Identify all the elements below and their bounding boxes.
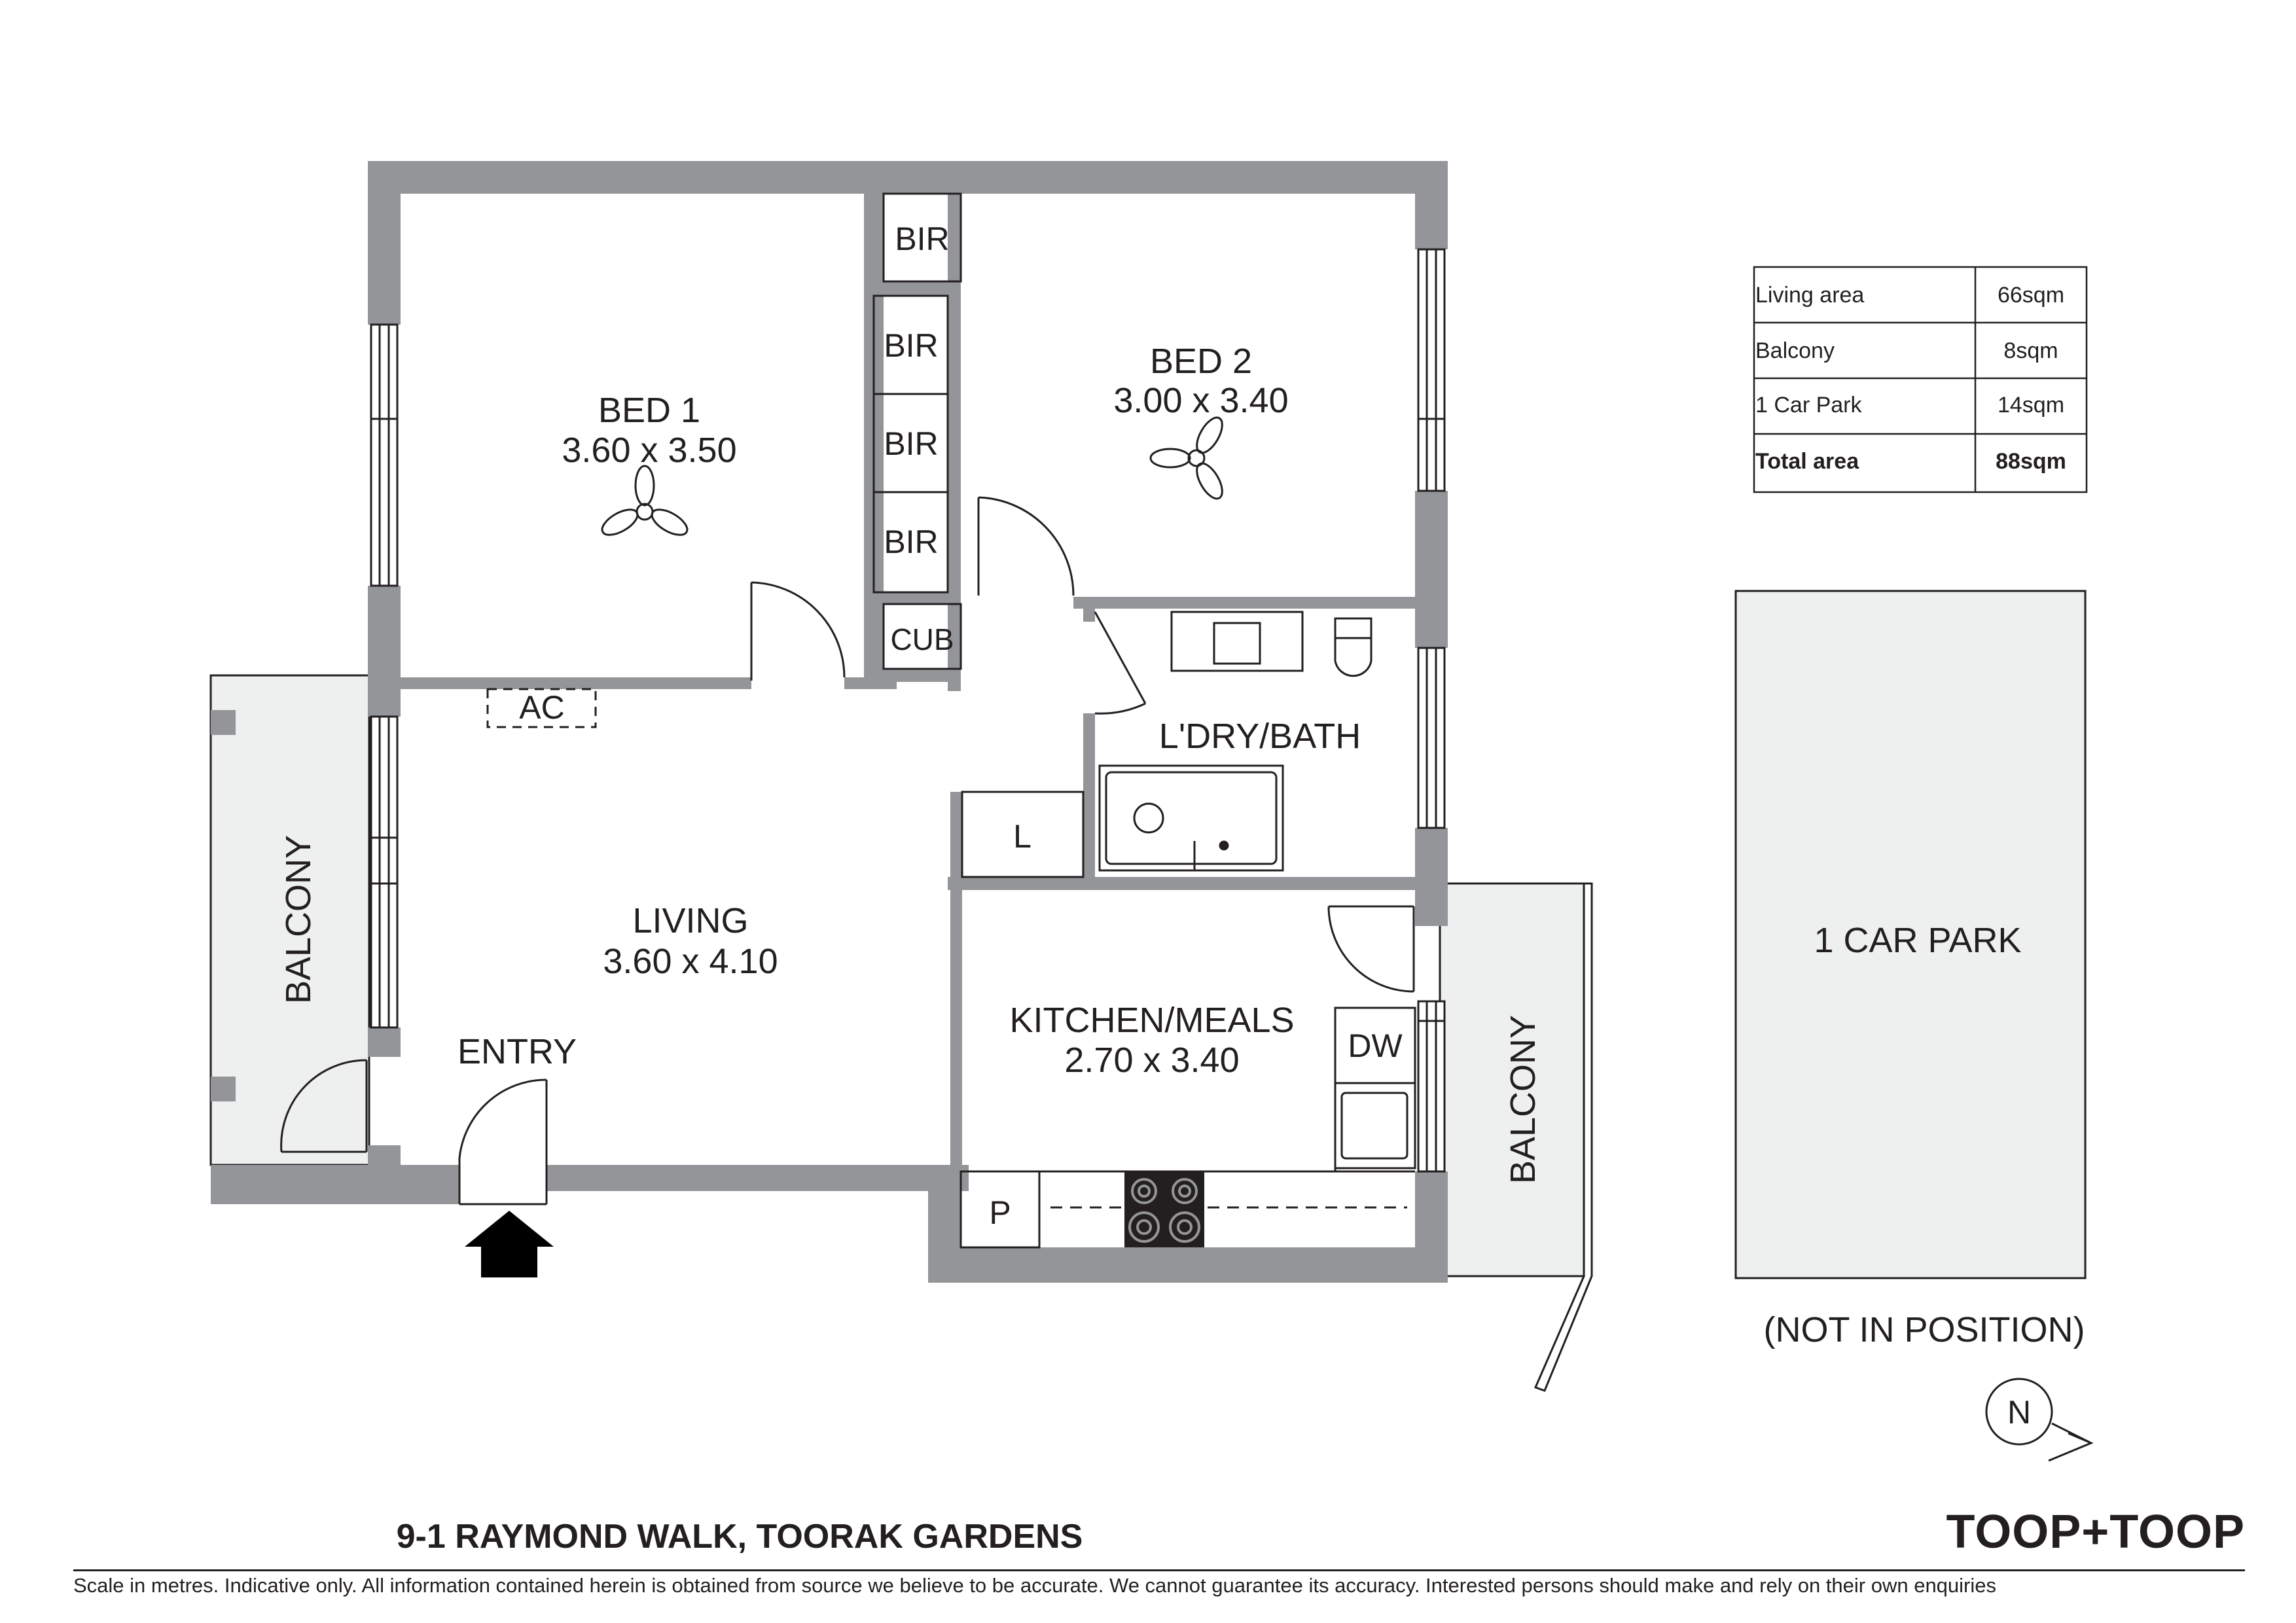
fixtures xyxy=(486,192,1416,1249)
bir-label: BIR xyxy=(884,425,938,462)
balcony-east-rail xyxy=(1534,882,1593,1392)
living-size: 3.60 x 4.10 xyxy=(603,942,778,981)
entry-label: ENTRY xyxy=(457,1032,577,1071)
balcony-post xyxy=(211,710,236,735)
compass-north-label: N xyxy=(2007,1394,2031,1431)
area-table-total-value: 88sqm xyxy=(1996,449,2066,474)
compass-icon xyxy=(1985,1378,2094,1462)
footer-divider xyxy=(73,1569,2245,1571)
bir-label: BIR xyxy=(884,327,938,364)
cooktop-icon xyxy=(1124,1171,1204,1247)
property-address: 9-1 RAYMOND WALK, TOORAK GARDENS xyxy=(396,1518,1083,1556)
balcony-post xyxy=(211,1077,236,1101)
area-table-value: 66sqm xyxy=(1998,283,2064,308)
living-name: LIVING xyxy=(632,901,748,940)
balcony-west-area xyxy=(209,674,370,1166)
walls xyxy=(211,161,1448,1283)
bed2-name: BED 2 xyxy=(1150,342,1252,381)
kitchen-name: KITCHEN/MEALS xyxy=(1009,1001,1294,1040)
kitchen-size: 2.70 x 3.40 xyxy=(1064,1041,1239,1080)
dishwasher-label: DW xyxy=(1348,1027,1403,1064)
car-park-label: 1 CAR PARK xyxy=(1814,921,2021,960)
balcony-east-label: BALCONY xyxy=(1503,1015,1543,1184)
brand-logo: TOOP+TOOP xyxy=(1946,1506,2245,1558)
windows xyxy=(370,248,1446,1173)
area-table-label: 1 Car Park xyxy=(1755,393,1862,418)
entry-arrow-icon xyxy=(465,1211,554,1277)
balcony-west-label: BALCONY xyxy=(279,835,318,1004)
bed1-size: 3.60 x 3.50 xyxy=(562,431,736,470)
cub-label: CUB xyxy=(890,622,954,656)
bed2-size: 3.00 x 3.40 xyxy=(1113,381,1288,420)
linen-label: L xyxy=(1013,818,1031,855)
area-table xyxy=(1753,266,2088,493)
laundry-bath-label: L'DRY/BATH xyxy=(1159,717,1361,756)
area-table-label: Living area xyxy=(1755,283,1864,308)
ceiling-fan-icon xyxy=(601,465,689,536)
bed1-name: BED 1 xyxy=(598,391,700,430)
area-table-value: 8sqm xyxy=(2003,338,2058,363)
doors xyxy=(280,496,1415,1205)
ac-label: AC xyxy=(519,689,564,726)
car-park-area xyxy=(1734,590,2087,1279)
car-park-note: (NOT IN POSITION) xyxy=(1763,1310,2085,1349)
area-table-label: Balcony xyxy=(1755,338,1835,363)
ceiling-fan-icon xyxy=(1149,416,1223,500)
pantry-label: P xyxy=(989,1194,1011,1231)
area-table-total-label: Total area xyxy=(1755,449,1859,474)
area-table-value: 14sqm xyxy=(1998,393,2064,418)
bir-label: BIR xyxy=(884,524,938,560)
disclaimer-text: Scale in metres. Indicative only. All in… xyxy=(73,1574,1997,1597)
bir-label: BIR xyxy=(895,221,949,257)
